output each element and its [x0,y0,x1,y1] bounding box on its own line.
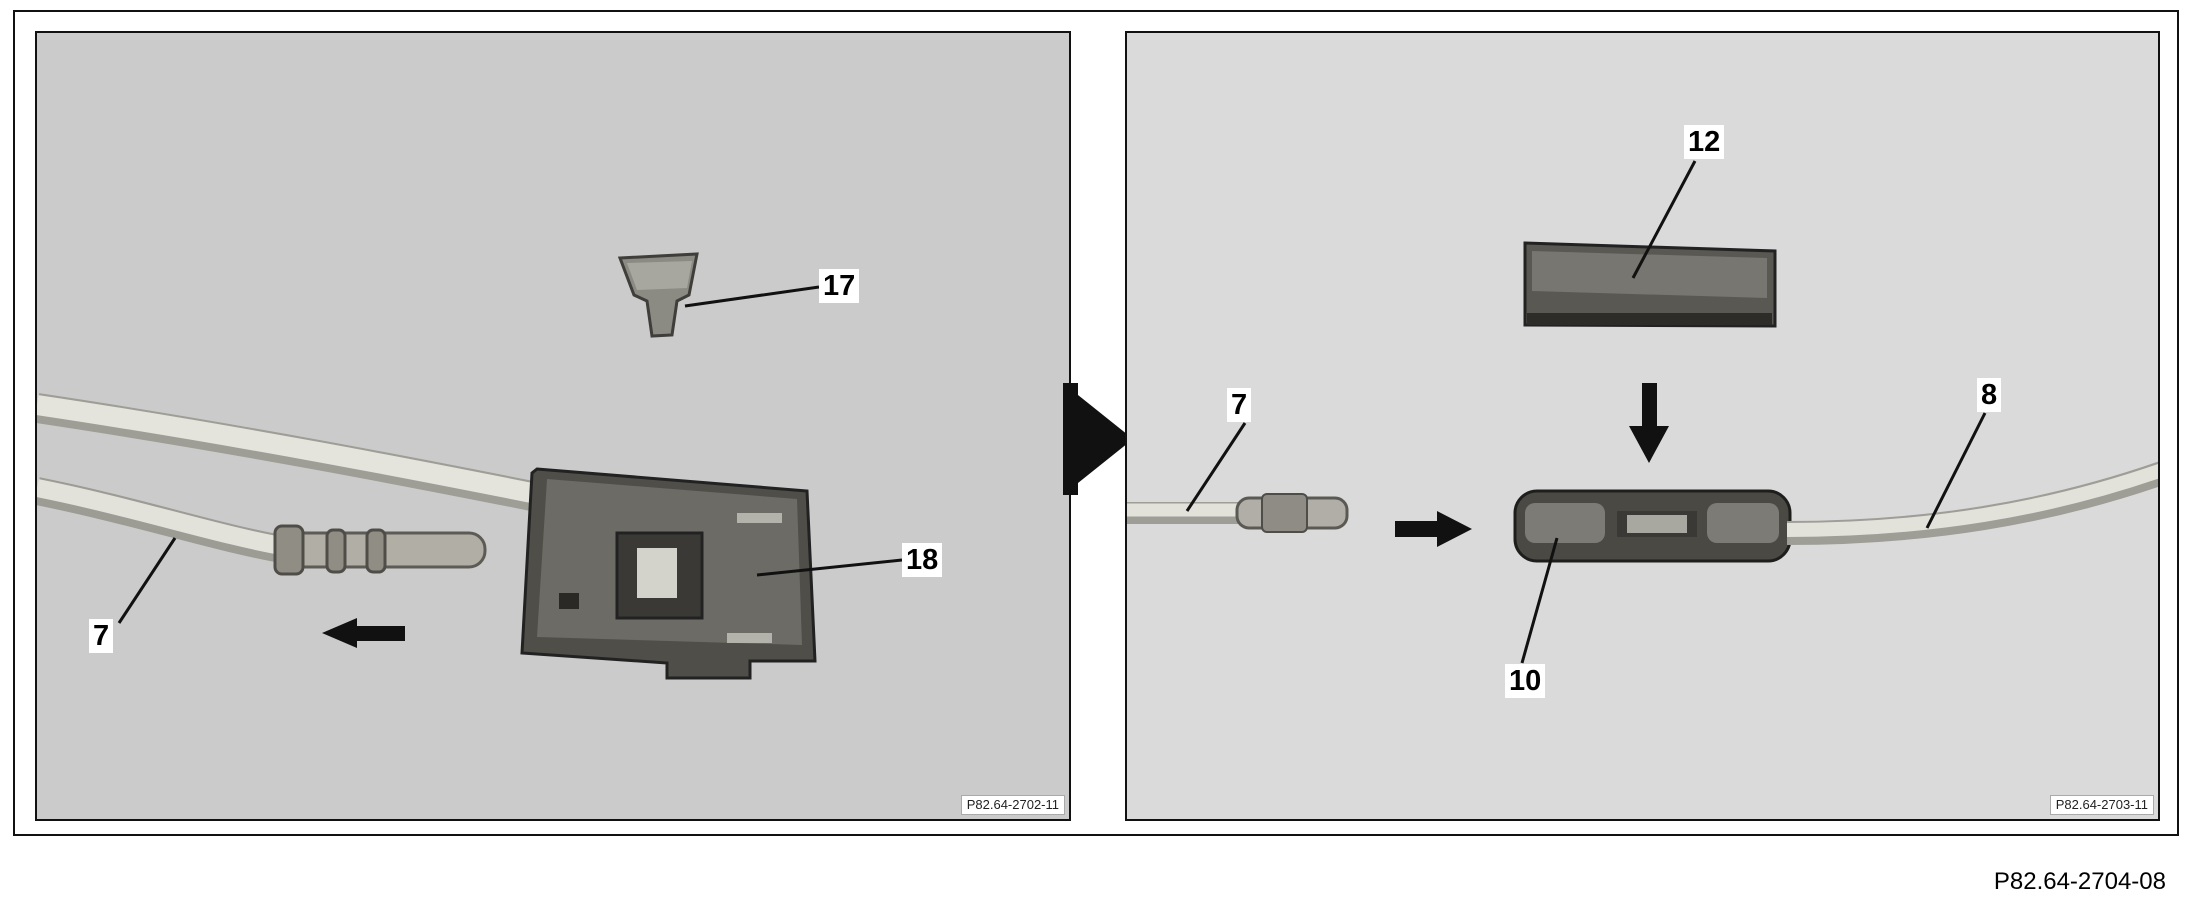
left-photo-illustration [37,252,903,680]
callout-7: 7 [1227,388,1252,422]
part-10-coupling [1513,489,1792,563]
callout-18: 18 [902,543,943,577]
cable-7-plug [273,524,487,576]
left-photo-reference: P82.64-2702-11 [960,795,1065,815]
callout-8: 8 [1977,378,2002,412]
left-arrow-icon [322,618,405,648]
part-18-housing [520,467,817,680]
part-17-clip [617,252,699,338]
right-arrow-icon [1063,383,1133,495]
figure-id: P82.64-2704-08 [1993,868,2166,895]
right-arrow-icon [1395,511,1472,547]
left-photo-panel: 17 18 7 P82.64-2702-11 [35,31,1071,821]
callout-17: 17 [819,269,860,303]
part-12-cover [1523,241,1777,328]
callout-12: 12 [1684,125,1725,159]
right-photo-illustration [1127,160,2158,664]
right-photo-reference: P82.64-2703-11 [2049,795,2154,815]
right-photo-panel: 12 7 8 10 P82.64-2703-11 [1125,31,2160,821]
callout-7: 7 [89,619,114,653]
down-arrow-icon [1629,383,1669,463]
callout-10: 10 [1505,664,1546,698]
cable-7-terminal [1235,493,1349,533]
